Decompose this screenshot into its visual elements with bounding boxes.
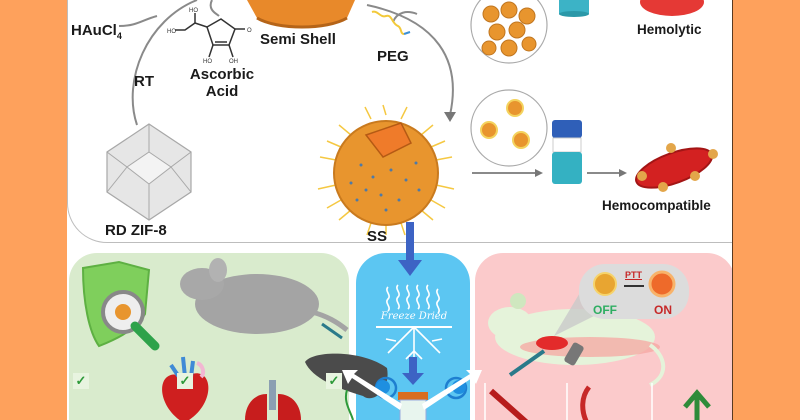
lungs-icon bbox=[245, 380, 301, 420]
reducer-label-line2: Acid bbox=[205, 83, 239, 100]
off-state-label: OFF bbox=[593, 303, 617, 317]
vial-hemocompatible-icon bbox=[552, 120, 582, 184]
bottom-result-icons bbox=[484, 383, 711, 420]
synthesis-frame bbox=[67, 0, 732, 243]
ptt-callout-bubble-icon bbox=[554, 264, 689, 336]
reducer-label: Ascorbic Acid bbox=[182, 66, 262, 100]
vial-hemolytic-icon bbox=[559, 0, 589, 17]
freeze-dried-label: Freeze Dried bbox=[380, 311, 448, 322]
svg-text:HO: HO bbox=[189, 8, 198, 14]
peg-chain-icon bbox=[371, 10, 411, 35]
hemolytic-label: Hemolytic bbox=[637, 22, 702, 37]
coating-label: PEG bbox=[377, 48, 409, 65]
hemocompatible-label: Hemocompatible bbox=[602, 198, 711, 213]
ascorbic-acid-structure-icon: HO HO O HO OH bbox=[167, 8, 252, 65]
on-state-label: ON bbox=[654, 303, 672, 317]
hemocompatible-rbc-icon bbox=[635, 143, 718, 192]
figure-canvas: HAuCl4 RT HO HO O HO OH Ascorbic Acid Se… bbox=[67, 0, 733, 420]
svg-text:OH: OH bbox=[229, 59, 238, 65]
white-arrows-icon bbox=[342, 370, 482, 410]
aggregated-particles-icon bbox=[470, 0, 548, 64]
ss-nanoparticle-icon bbox=[317, 104, 455, 236]
hemolytic-rbc-icon bbox=[640, 0, 704, 16]
intermediate-label: Semi Shell bbox=[260, 31, 336, 48]
svg-text:HO: HO bbox=[203, 59, 212, 65]
check-lungs-icon: ✓ bbox=[177, 373, 193, 389]
down-arrow-icon bbox=[398, 222, 422, 276]
mouse-grey-icon bbox=[180, 258, 349, 340]
reducer-label-line1: Ascorbic bbox=[189, 66, 255, 83]
semi-shell-icon bbox=[247, 0, 355, 29]
powder-vial-icon bbox=[398, 392, 428, 420]
mouse-treated-icon bbox=[488, 293, 666, 387]
rd-zif8-crystal-icon bbox=[106, 123, 192, 221]
reaction-arrows bbox=[118, 0, 627, 177]
check-heart-icon: ✓ bbox=[73, 373, 89, 389]
svg-text:O: O bbox=[247, 28, 252, 34]
condition-label: RT bbox=[134, 73, 154, 90]
template-label: RD ZIF-8 bbox=[105, 222, 167, 239]
shield-magnifier-icon bbox=[81, 260, 160, 351]
product-label: SS bbox=[367, 228, 388, 245]
ptt-label: PTT bbox=[625, 270, 642, 280]
check-liver-icon: ✓ bbox=[326, 373, 342, 389]
dispersed-particles-icon bbox=[470, 89, 548, 167]
svg-text:HO: HO bbox=[167, 29, 176, 35]
down-arrow-vial-icon bbox=[402, 357, 424, 385]
reagent-label: HAuCl4 bbox=[71, 22, 122, 41]
